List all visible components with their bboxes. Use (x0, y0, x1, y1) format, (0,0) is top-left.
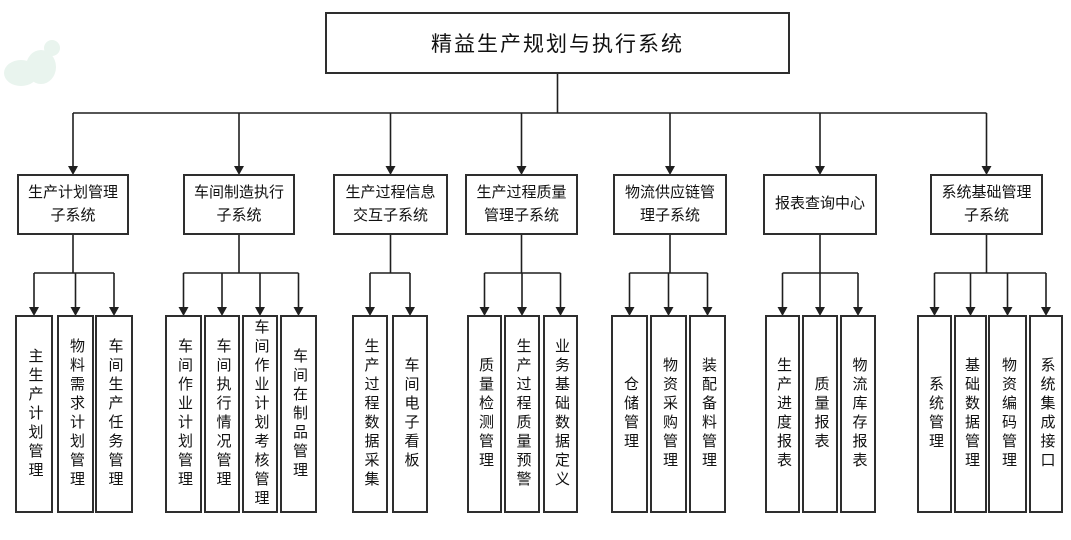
module-label: 装配备料管理 (700, 357, 716, 471)
module-label: 质量报表 (812, 376, 829, 452)
module-label: 生产进度报表 (775, 357, 791, 471)
module-node: 车间作业计划管理 (165, 315, 202, 513)
subsystem-node-process-info-interaction: 生产过程信息 交互子系统 (333, 174, 448, 235)
subsystem-node-process-quality: 生产过程质量 管理子系统 (465, 174, 578, 235)
module-label: 车间在制品管理 (291, 347, 307, 481)
subsystem-node-logistics-supply-chain: 物流供应链管 理子系统 (613, 174, 727, 235)
subsystem-node-system-foundation: 系统基础管理 子系统 (930, 174, 1043, 235)
watermark-blob (4, 60, 38, 86)
module-node: 车间生产任务管理 (95, 315, 133, 513)
watermark-blob (44, 40, 60, 56)
module-node: 装配备料管理 (689, 315, 726, 513)
corner-watermark (0, 38, 78, 90)
module-label: 车间生产任务管理 (106, 338, 123, 490)
module-node: 物资编码管理 (988, 315, 1027, 513)
module-node: 车间在制品管理 (280, 315, 317, 513)
module-label: 物资采购管理 (661, 357, 677, 471)
module-label: 车间执行情况管理 (214, 338, 231, 490)
watermark-blob (26, 50, 56, 84)
module-label: 车间电子看板 (402, 357, 419, 471)
module-node: 系统集成接口 (1029, 315, 1063, 513)
module-node: 车间执行情况管理 (204, 315, 240, 513)
module-node: 生产过程数据采集 (352, 315, 388, 513)
module-node: 车间电子看板 (392, 315, 428, 513)
module-label: 仓储管理 (622, 376, 638, 452)
module-node: 质量报表 (802, 315, 838, 513)
root-node: 精益生产规划与执行系统 (325, 12, 790, 74)
subsystem-node-report-center: 报表查询中心 (763, 174, 877, 235)
module-node: 生产过程质量预警 (504, 315, 540, 513)
module-node: 物资采购管理 (650, 315, 687, 513)
module-label: 基础数据管理 (963, 357, 979, 471)
module-node: 生产进度报表 (765, 315, 800, 513)
module-label: 物料需求计划管理 (68, 338, 84, 490)
module-label: 车间作业计划管理 (176, 338, 192, 490)
module-label: 生产过程质量预警 (514, 338, 531, 490)
module-node: 业务基础数据定义 (543, 315, 578, 513)
module-node: 基础数据管理 (954, 315, 987, 513)
module-node: 物流库存报表 (840, 315, 876, 513)
module-label: 系统集成接口 (1038, 357, 1055, 471)
module-label: 业务基础数据定义 (553, 338, 569, 490)
module-label: 物流库存报表 (850, 357, 867, 471)
module-label: 物资编码管理 (1000, 357, 1016, 471)
module-node: 仓储管理 (611, 315, 648, 513)
module-node: 系统管理 (917, 315, 952, 513)
module-label: 系统管理 (927, 376, 943, 452)
module-label: 质量检测管理 (477, 357, 493, 471)
module-label: 主生产计划管理 (26, 347, 43, 481)
module-node: 主生产计划管理 (15, 315, 53, 513)
module-node: 质量检测管理 (467, 315, 502, 513)
module-label: 车间作业计划考核管理 (252, 319, 269, 509)
module-label: 生产过程数据采集 (362, 338, 379, 490)
module-node: 物料需求计划管理 (57, 315, 94, 513)
subsystem-node-workshop-mes: 车间制造执行 子系统 (183, 174, 295, 235)
subsystem-node-production-planning: 生产计划管理 子系统 (17, 174, 129, 235)
module-node: 车间作业计划考核管理 (242, 315, 278, 513)
